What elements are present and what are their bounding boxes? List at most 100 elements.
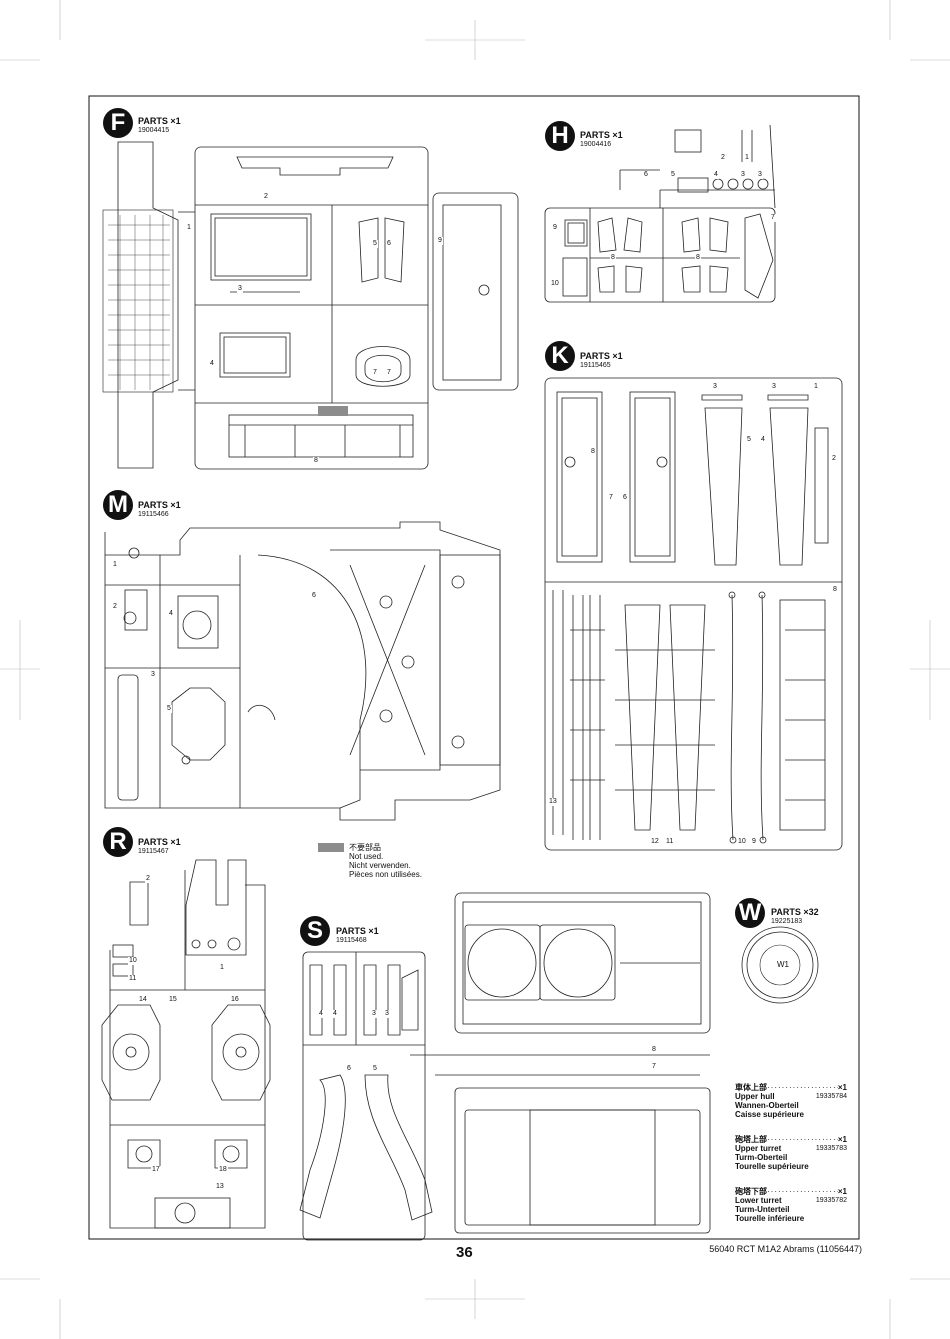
part-number-m: 3 xyxy=(150,671,156,679)
legend-upper-turret-qty: ×1 xyxy=(837,1135,847,1144)
sprue-s-art xyxy=(299,951,433,1241)
legend-upper-hull-qty: ×1 xyxy=(837,1083,847,1092)
legend-upper-hull-de: Wannen-Oberteil xyxy=(735,1101,799,1110)
sprue-f-qty: PARTS ×1 xyxy=(138,116,181,126)
part-number-m: 5 xyxy=(166,705,172,713)
sprue-h-art xyxy=(544,124,776,303)
sprue-f-code: 19004415 xyxy=(138,127,170,134)
part-number-k: 9 xyxy=(751,838,757,846)
sprue-f-label: PARTS ×1 19004415 xyxy=(138,116,181,136)
not-used-swatch xyxy=(318,843,344,852)
sprue-m-qty: PARTS ×1 xyxy=(138,500,181,510)
part-number-r: 1 xyxy=(219,964,225,972)
part-number-s: 6 xyxy=(346,1065,352,1073)
part-number-r: 2 xyxy=(145,875,151,883)
part-number-f: 2 xyxy=(263,193,269,201)
legend-upper-turret: 砲塔上部··························×1 Upper t… xyxy=(735,1135,847,1171)
part-number-f: 5 xyxy=(372,240,378,248)
part-number-f: 8 xyxy=(313,457,319,465)
sprue-h-label: PARTS ×1 19004416 xyxy=(580,130,623,150)
sprue-letter-w: W xyxy=(735,898,765,928)
part-number-h: 4 xyxy=(713,171,719,179)
not-used-de: Nicht verwenden. xyxy=(349,861,411,870)
part-number-f: 7 xyxy=(386,369,392,377)
part-number-h: 8 xyxy=(610,254,616,262)
sprue-letter-s: S xyxy=(300,916,330,946)
sprue-f-art xyxy=(102,141,519,470)
part-number-h: 9 xyxy=(552,224,558,232)
part-number-m: 1 xyxy=(112,561,118,569)
sprue-h-qty: PARTS ×1 xyxy=(580,130,623,140)
sprue-s-label: PARTS ×1 19115468 xyxy=(336,926,379,946)
legend-upper-turret-en: Upper turret xyxy=(735,1144,782,1153)
sprue-h-code: 19004416 xyxy=(580,141,612,148)
part-number-h: 7 xyxy=(770,214,776,222)
part-number-s: 5 xyxy=(372,1065,378,1073)
part-number-k: 4 xyxy=(760,436,766,444)
sprue-w-label: PARTS ×32 19225183 xyxy=(771,907,819,927)
part-number-f: 6 xyxy=(386,240,392,248)
part-number-k: 7 xyxy=(608,494,614,502)
part-number-h: 10 xyxy=(550,280,560,288)
part-number-k: 11 xyxy=(665,838,675,846)
part-number-k: 2 xyxy=(831,455,837,463)
part-number-k: 5 xyxy=(746,436,752,444)
sprue-r-qty: PARTS ×1 xyxy=(138,837,181,847)
part-number-k: 3 xyxy=(712,383,718,391)
part-number-m: 6 xyxy=(311,592,317,600)
legend-lower-turret: 砲塔下部··························×1 Lower t… xyxy=(735,1187,847,1223)
part-number-s: 3 xyxy=(371,1010,377,1018)
part-number-k: 13 xyxy=(548,798,558,806)
part-number-k: 12 xyxy=(650,838,660,846)
part-number-m: 4 xyxy=(168,610,174,618)
legend-lower-turret-en: Lower turret xyxy=(735,1196,782,1205)
sprue-r-label: PARTS ×1 19115467 xyxy=(138,837,181,857)
sprue-w-code: 19225183 xyxy=(771,918,803,925)
part-number-k: 10 xyxy=(737,838,747,846)
sprue-letter-f: F xyxy=(103,108,133,138)
legend-lower-turret-code: 19335782 xyxy=(815,1197,847,1204)
part-number-f: 9 xyxy=(437,237,443,245)
part-number-k: 1 xyxy=(813,383,819,391)
part-number-f: 7 xyxy=(372,369,378,377)
sprue-letter-k: K xyxy=(545,341,575,371)
legend-upper-hull-fr: Caisse supérieure xyxy=(735,1110,804,1119)
page-frame xyxy=(88,95,860,1240)
sprue-k-art xyxy=(544,377,843,851)
part-number-s: 4 xyxy=(332,1010,338,1018)
turret-plates-art xyxy=(410,892,819,1234)
legend-upper-hull-en: Upper hull xyxy=(735,1092,775,1101)
legend-upper-turret-ja: 砲塔上部 xyxy=(735,1135,767,1144)
footer-product: 56040 RCT M1A2 Abrams (11056447) xyxy=(709,1244,862,1254)
sprue-s-code: 19115468 xyxy=(336,937,367,944)
part-number-s: 3 xyxy=(384,1010,390,1018)
legend-upper-turret-code: 19335783 xyxy=(815,1145,847,1152)
part-number-s: 7 xyxy=(651,1063,657,1071)
sprue-letter-m: M xyxy=(103,490,133,520)
not-used-en: Not used. xyxy=(349,852,384,861)
sprue-k-label: PARTS ×1 19115465 xyxy=(580,351,623,371)
part-number-r: 13 xyxy=(215,1183,225,1191)
legend-upper-hull-ja: 車体上部 xyxy=(735,1083,767,1092)
sprue-k-code: 19115465 xyxy=(580,362,611,369)
part-number-h: 8 xyxy=(695,254,701,262)
sprue-m-label: PARTS ×1 19115466 xyxy=(138,500,181,520)
part-number-h: 1 xyxy=(744,154,750,162)
page-number: 36 xyxy=(456,1244,473,1261)
part-number-r: 16 xyxy=(230,996,240,1004)
sprue-letter-h: H xyxy=(545,121,575,151)
sprue-s-qty: PARTS ×1 xyxy=(336,926,379,936)
part-number-k: 3 xyxy=(771,383,777,391)
sprue-letter-r: R xyxy=(103,827,133,857)
legend-lower-turret-qty: ×1 xyxy=(837,1187,847,1196)
legend-lower-turret-ja: 砲塔下部 xyxy=(735,1187,767,1196)
sprue-r-art xyxy=(101,859,271,1229)
legend-lower-turret-fr: Tourelle inférieure xyxy=(735,1214,805,1223)
part-number-h: 6 xyxy=(643,171,649,179)
part-number-k: 8 xyxy=(832,586,838,594)
part-number-f: 4 xyxy=(209,360,215,368)
part-number-h: 3 xyxy=(740,171,746,179)
part-number-r: 10 xyxy=(128,957,138,965)
part-number-r: 11 xyxy=(128,975,138,983)
